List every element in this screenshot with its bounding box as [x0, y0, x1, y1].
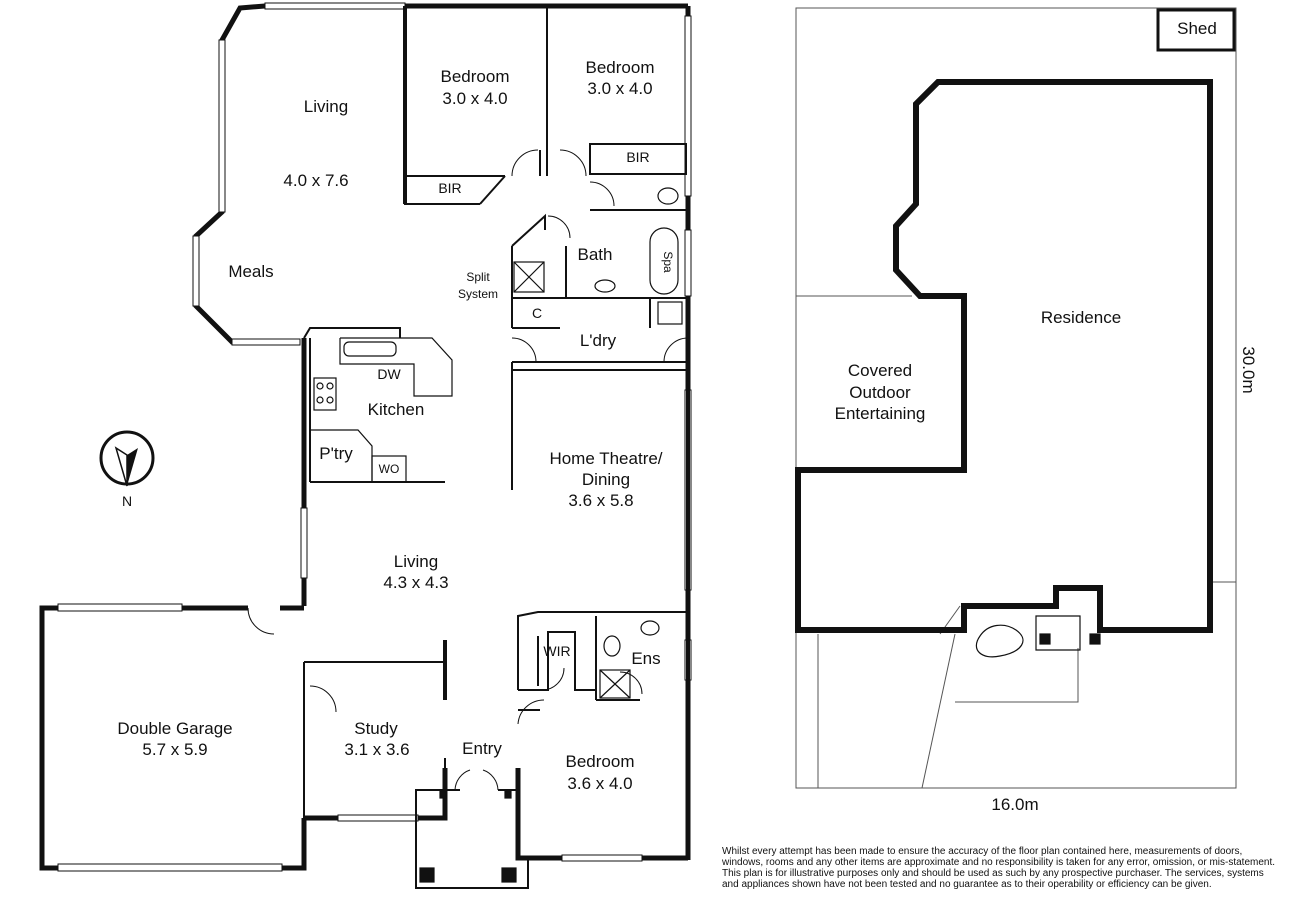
pantry-label: P'try	[319, 444, 353, 463]
home-theatre-label-1: Home Theatre/	[549, 449, 662, 468]
wo-label: WO	[379, 462, 400, 476]
bir2-label: BIR	[626, 149, 649, 165]
spa-label: Spa	[661, 251, 675, 273]
shed-label: Shed	[1177, 19, 1217, 38]
cupboard-label: C	[532, 305, 542, 321]
laundry-label: L'dry	[580, 331, 617, 350]
bedroom2-label: Bedroom	[586, 58, 655, 77]
covered-outdoor-label-3: Entertaining	[835, 404, 926, 423]
study-label: Study	[354, 719, 398, 738]
living-north-label: Living	[304, 97, 348, 116]
ensuite-label: Ens	[631, 649, 660, 668]
fixtures	[310, 187, 683, 883]
site-features	[975, 615, 1101, 658]
door-swings	[247, 149, 689, 791]
wir-label: WIR	[543, 643, 570, 659]
site-width-dimension: 16.0m	[991, 795, 1038, 814]
bedroom1-label: Bedroom	[441, 67, 510, 86]
living-centre-label: Living	[394, 552, 438, 571]
residence-label: Residence	[1041, 308, 1121, 327]
meals-label: Meals	[228, 262, 273, 281]
covered-outdoor-label-1: Covered	[848, 361, 912, 380]
compass-north-label: N	[122, 493, 132, 509]
partition-walls	[403, 6, 690, 860]
kitchen-label: Kitchen	[368, 400, 425, 419]
split-system-label-1: Split	[466, 270, 490, 284]
room-labels: Living 4.0 x 7.6 Meals Bedroom 3.0 x 4.0…	[117, 58, 675, 793]
garage-size: 5.7 x 5.9	[142, 740, 207, 759]
north-compass-icon	[99, 430, 155, 487]
disclaimer-text: Whilst every attempt has been made to en…	[722, 846, 1276, 890]
home-theatre-label-2: Dining	[582, 470, 630, 489]
bedroom3-size: 3.6 x 4.0	[567, 774, 632, 793]
bedroom3-label: Bedroom	[566, 752, 635, 771]
exterior-walls	[39, 3, 691, 871]
home-theatre-size: 3.6 x 5.8	[568, 491, 633, 510]
bir1-label: BIR	[438, 180, 461, 196]
site-depth-dimension: 30.0m	[1239, 346, 1258, 393]
garage-label: Double Garage	[117, 719, 232, 738]
study-size: 3.1 x 3.6	[344, 740, 409, 759]
split-system-label-2: System	[458, 287, 498, 301]
covered-outdoor-label-2: Outdoor	[849, 383, 911, 402]
site-boundary	[795, 7, 1237, 789]
bath-label: Bath	[578, 245, 613, 264]
living-centre-size: 4.3 x 4.3	[383, 573, 448, 592]
site-labels: Shed Residence Covered Outdoor Entertain…	[835, 19, 1258, 814]
bedroom1-size: 3.0 x 4.0	[442, 89, 507, 108]
shed-outline	[1156, 8, 1236, 52]
residence-outline	[795, 79, 1213, 633]
entry-label: Entry	[462, 739, 502, 758]
dw-label: DW	[377, 366, 401, 382]
living-north-size: 4.0 x 7.6	[283, 171, 348, 190]
bedroom2-size: 3.0 x 4.0	[587, 79, 652, 98]
